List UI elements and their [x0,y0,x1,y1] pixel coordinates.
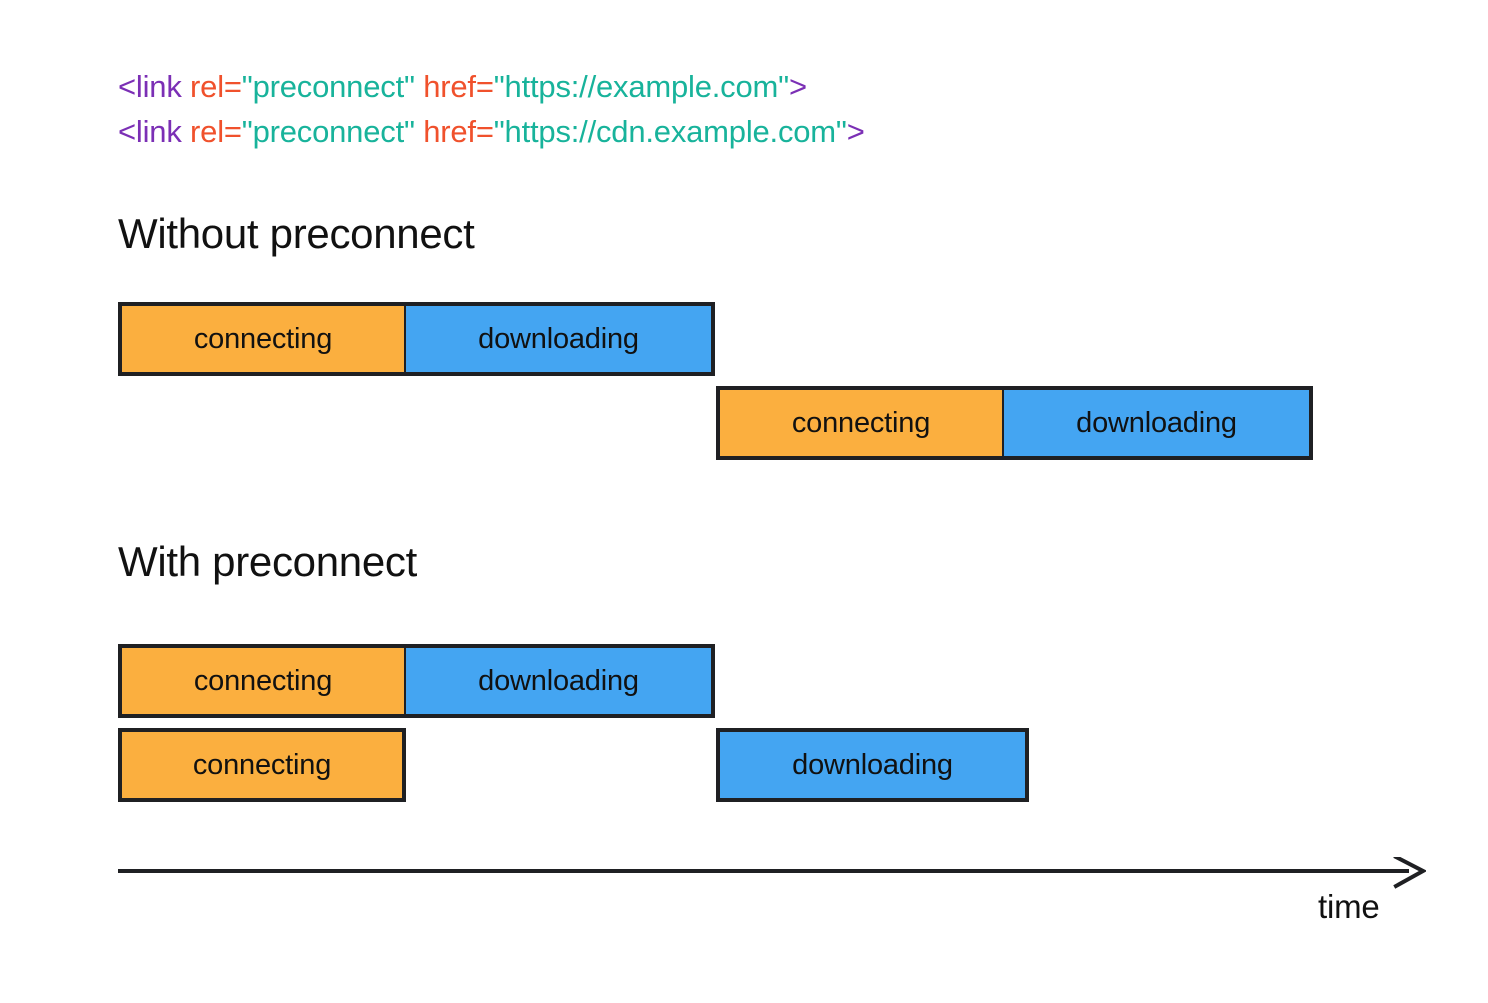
bar-label-connecting: connecting [192,748,332,781]
code-attr-rel: rel= [181,69,242,104]
code-tag-open: <link [118,69,182,104]
bar-row1-downloading: downloading [404,302,715,376]
bar-label-downloading: downloading [478,322,639,355]
code-value-href: "https://example.com" [493,69,789,104]
code-line-1: <link rel="preconnect" href="https://exa… [118,64,865,109]
code-value-rel: "preconnect" [241,69,415,104]
code-tag-close: > [788,69,807,104]
bar-row3-downloading: downloading [404,644,715,718]
code-line-2: <link rel="preconnect" href="https://cdn… [118,109,865,154]
code-attr-href: href= [414,114,494,149]
time-axis-label: time [1318,888,1380,925]
bar-row4-connecting: connecting [118,728,406,802]
bar-label-downloading: downloading [478,664,639,697]
code-tag-close: > [846,114,865,149]
bar-row3-connecting: connecting [118,644,406,718]
section-heading-without-preconnect: Without preconnect [118,210,475,257]
bar-row2-downloading: downloading [1002,386,1313,460]
bar-label-connecting: connecting [193,664,333,697]
code-attr-rel: rel= [181,114,242,149]
bar-label-connecting: connecting [193,322,333,355]
bar-label-downloading: downloading [792,748,953,781]
code-attr-href: href= [414,69,494,104]
code-value-rel: "preconnect" [241,114,415,149]
section-heading-with-preconnect: With preconnect [118,538,417,585]
bar-row4-downloading: downloading [716,728,1029,802]
time-axis-arrow [118,857,1426,889]
bar-row1-connecting: connecting [118,302,406,376]
bar-row2-connecting: connecting [716,386,1004,460]
code-snippet: <link rel="preconnect" href="https://exa… [118,64,865,154]
bar-label-downloading: downloading [1076,406,1237,439]
bar-label-connecting: connecting [791,406,931,439]
code-value-href: "https://cdn.example.com" [493,114,847,149]
code-tag-open: <link [118,114,182,149]
